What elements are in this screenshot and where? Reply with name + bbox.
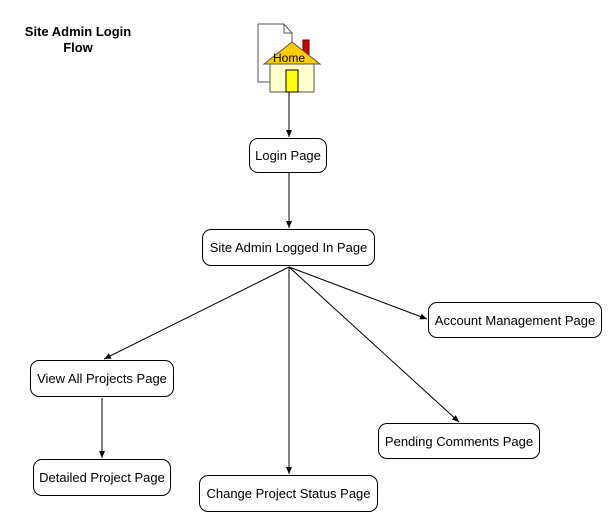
node-account-management-page[interactable]: Account Management Page [428, 302, 602, 338]
home-page-icon[interactable] [257, 23, 322, 93]
diagram-title: Site Admin Login Flow [24, 24, 132, 55]
arrow-site-admin-to-pending-comments [288, 266, 460, 423]
home-label: Home [272, 51, 305, 65]
node-site-admin-logged-in-page[interactable]: Site Admin Logged In Page [202, 229, 375, 266]
arrow-site-admin-to-view-all-projects [103, 266, 290, 360]
arrow-site-admin-to-account-management [288, 266, 428, 320]
node-view-all-projects-page[interactable]: View All Projects Page [30, 360, 174, 397]
node-detailed-project-page[interactable]: Detailed Project Page [33, 459, 171, 496]
door-shape [285, 69, 299, 93]
node-login-page[interactable]: Login Page [249, 138, 327, 173]
node-pending-comments-page[interactable]: Pending Comments Page [378, 423, 540, 459]
page-fold [283, 24, 292, 34]
roof-shape [262, 41, 322, 65]
node-change-project-status-page[interactable]: Change Project Status Page [199, 475, 378, 512]
